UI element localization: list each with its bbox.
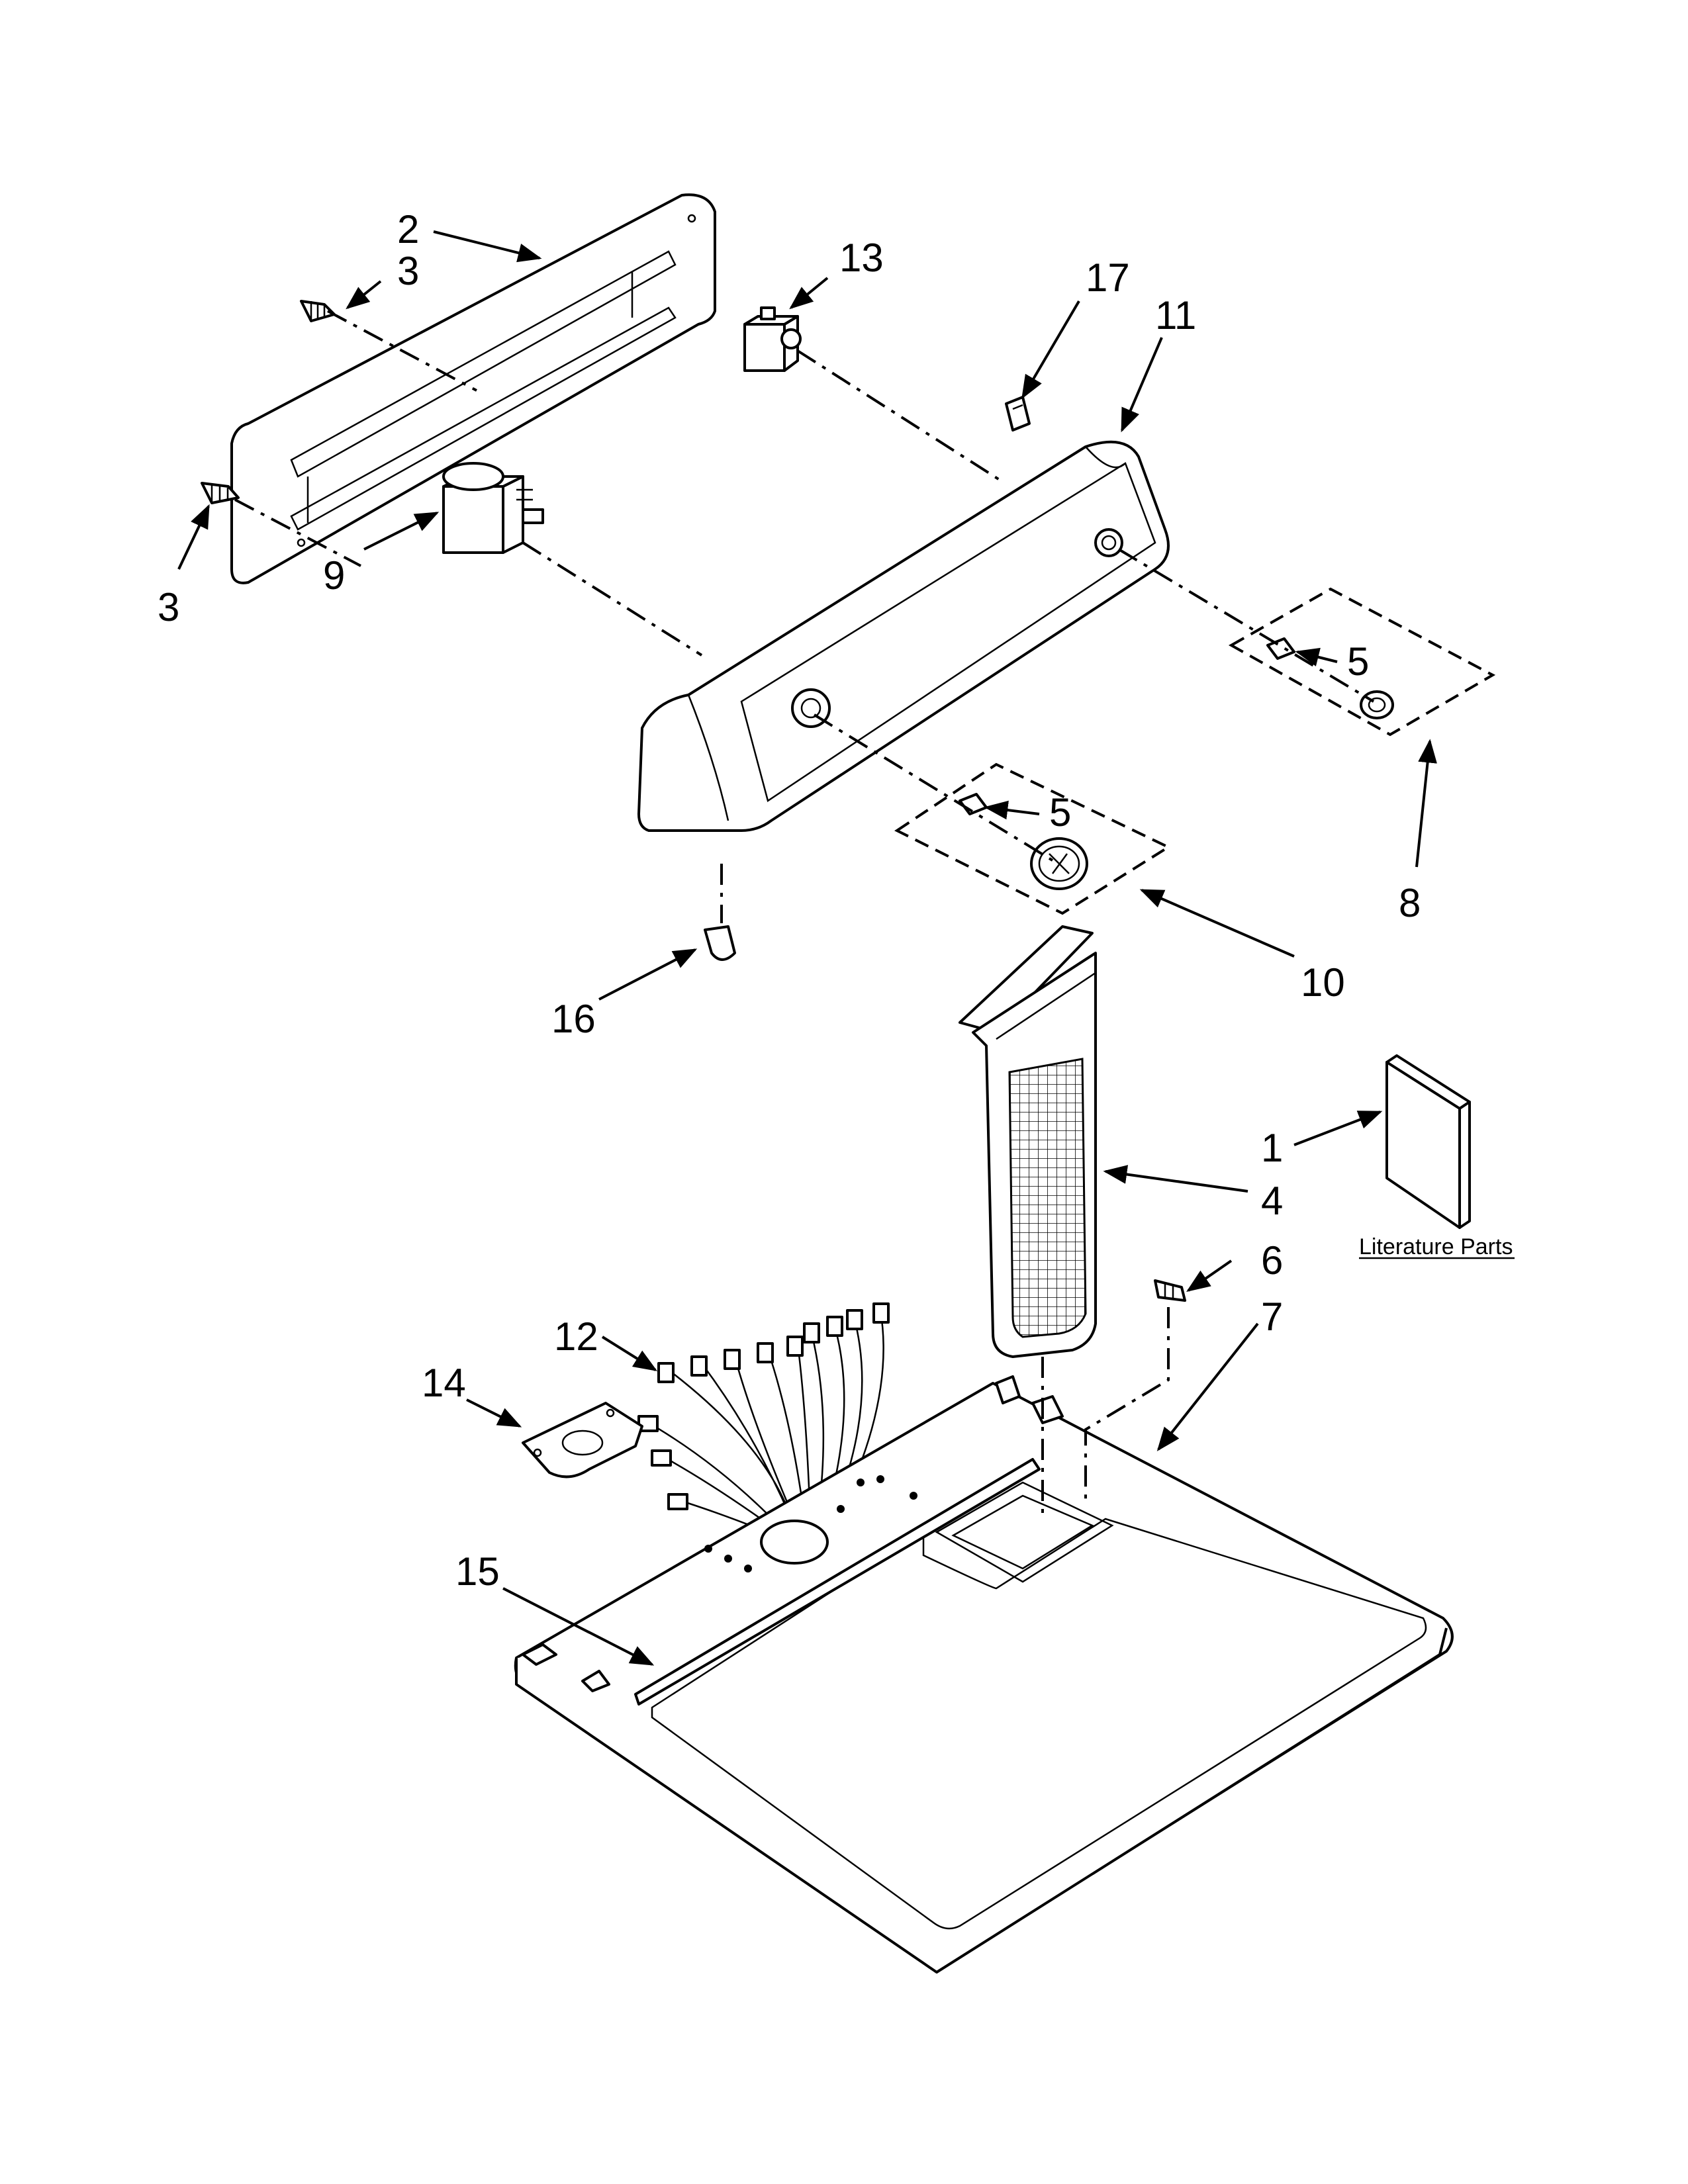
callout-11: 11 <box>1155 293 1196 338</box>
literature-book <box>1385 1054 1471 1229</box>
top-panel <box>514 1375 1454 1974</box>
callout-2: 2 <box>397 207 419 251</box>
clip-17 <box>1005 396 1031 432</box>
knob-left <box>1030 837 1088 890</box>
callout-16: 16 <box>551 997 596 1041</box>
callout-5-left: 5 <box>1049 790 1071 835</box>
callout-10: 10 <box>1301 960 1345 1005</box>
callout-14: 14 <box>422 1361 466 1405</box>
part10-box <box>894 762 1172 915</box>
wire-harness <box>637 1302 890 1543</box>
callout-6: 6 <box>1261 1238 1283 1283</box>
lint-screen <box>959 925 1097 1358</box>
callout-17: 17 <box>1086 255 1130 300</box>
clip-5-left <box>959 793 988 815</box>
callout-7: 7 <box>1261 1295 1283 1339</box>
screw-lower <box>201 482 240 504</box>
callout-12: 12 <box>554 1314 598 1359</box>
callout-8: 8 <box>1399 881 1421 925</box>
callout-15: 15 <box>455 1549 500 1594</box>
push-to-start-switch <box>743 306 802 372</box>
timer <box>442 462 544 554</box>
screw-6 <box>1154 1279 1186 1302</box>
callout-9: 9 <box>323 553 345 598</box>
harness-clip <box>704 925 736 961</box>
callout-3-top: 3 <box>397 249 419 293</box>
callout-3-left: 3 <box>158 585 179 629</box>
callout-4: 4 <box>1261 1179 1283 1223</box>
part8-box <box>1228 587 1496 737</box>
callout-1: 1 <box>1261 1126 1283 1170</box>
callout-5-right: 5 <box>1347 639 1369 684</box>
callout-numbers: 2 3 3 9 13 17 11 5 5 8 10 16 1 4 6 7 12 … <box>158 207 1421 1594</box>
explode-lines <box>234 310 1375 1516</box>
callout-13: 13 <box>839 236 884 280</box>
console <box>637 440 1170 832</box>
callout-arrows <box>177 230 1437 1666</box>
terminal-bracket <box>522 1402 643 1479</box>
screw-upper <box>300 300 336 322</box>
knob-right <box>1360 690 1394 719</box>
literature-parts-label: Literature Parts <box>1359 1234 1513 1259</box>
